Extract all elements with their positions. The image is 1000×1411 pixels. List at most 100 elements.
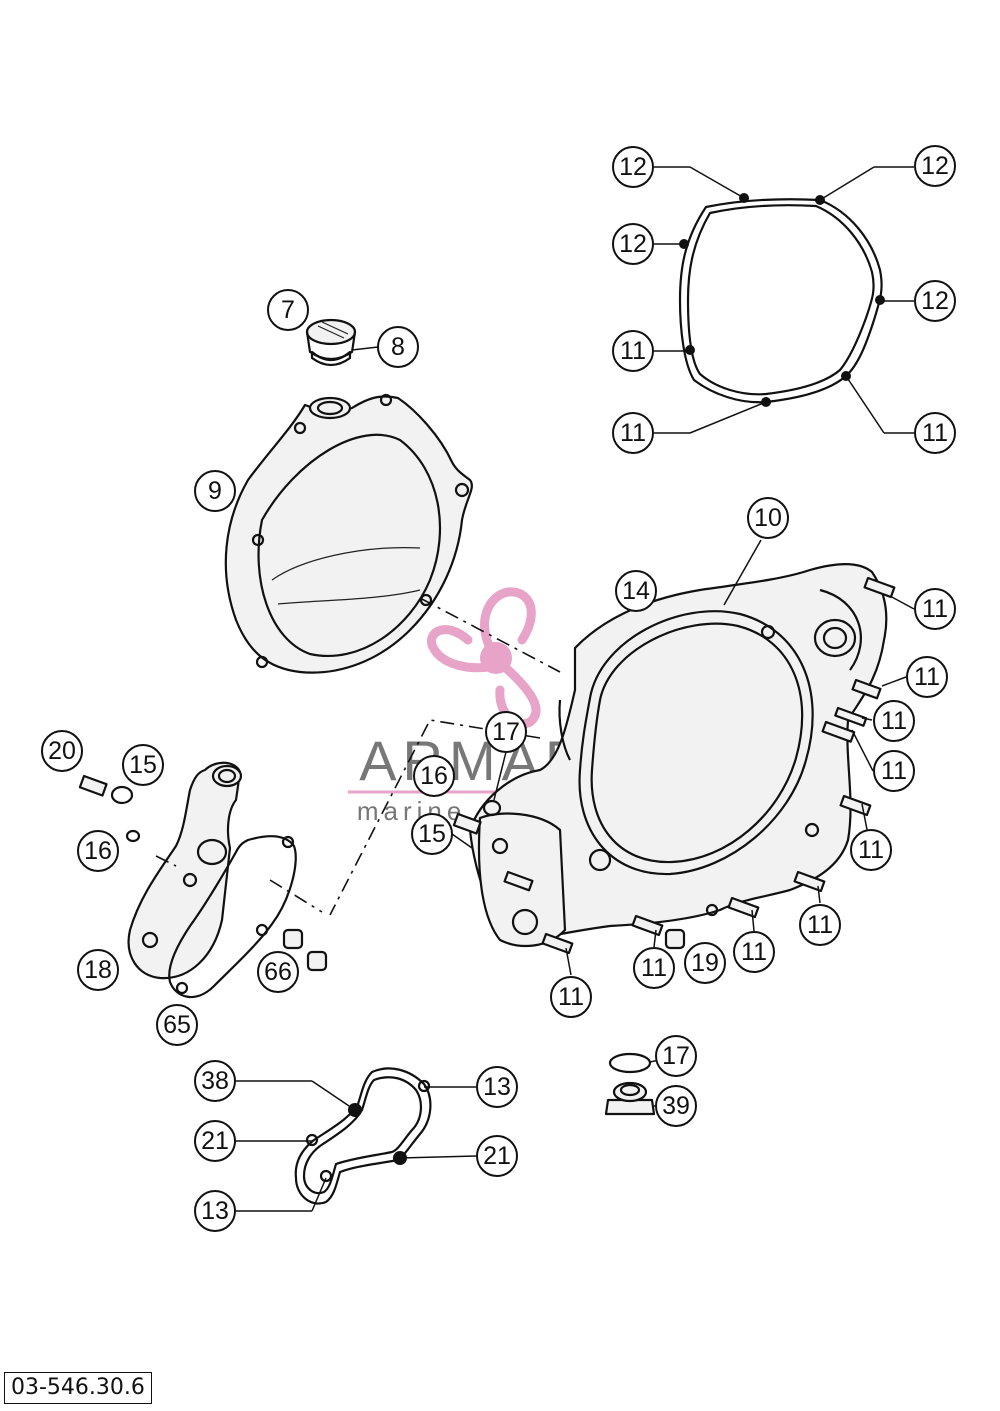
document-code: 03-546.30.6 <box>4 1372 152 1404</box>
callout-11: 11 <box>873 750 915 792</box>
callout-66: 65 <box>156 1004 198 1046</box>
propeller-logo <box>427 587 541 729</box>
callout-11: 11 <box>799 904 841 946</box>
callout-65: 18 <box>77 949 119 991</box>
callout-12: 12 <box>612 223 654 265</box>
callout-20: 11 <box>873 700 915 742</box>
callout-8: 8 <box>377 326 419 368</box>
callout-11: 11 <box>906 656 948 698</box>
stud-11-f <box>727 896 760 919</box>
stud-11-i <box>503 870 534 892</box>
svg-text:10: 10 <box>754 504 782 532</box>
water-pump-parts <box>78 774 328 972</box>
callout-11: 11 <box>733 931 775 973</box>
svg-text:11: 11 <box>558 983 584 1011</box>
stud-11-c <box>821 720 856 743</box>
svg-text:17: 17 <box>492 718 520 746</box>
svg-text:11: 11 <box>881 757 907 785</box>
callout-17: 66 <box>257 951 299 993</box>
callout-9: 9 <box>194 470 236 512</box>
svg-text:15: 15 <box>418 820 446 848</box>
svg-text:13: 13 <box>201 1197 229 1225</box>
drain-plug <box>604 1052 656 1116</box>
callout-11: 11 <box>612 412 654 454</box>
callout-11: 11 <box>914 588 956 630</box>
svg-text:21: 21 <box>483 1142 511 1170</box>
svg-text:11: 11 <box>881 707 907 735</box>
svg-text:11: 11 <box>641 954 667 982</box>
svg-text:11: 11 <box>807 911 833 939</box>
callout-11: 11 <box>612 330 654 372</box>
washer-16-a <box>110 785 134 805</box>
callout-10: 10 <box>747 497 789 539</box>
screw-15-b <box>452 812 482 835</box>
callout-14: 14 <box>615 570 657 612</box>
callout-18: 16 <box>77 830 119 872</box>
callout-13: 38 <box>194 1060 236 1102</box>
svg-text:12: 12 <box>921 152 949 180</box>
oring-18 <box>125 829 141 843</box>
callout-12: 12 <box>914 280 956 322</box>
svg-text:17: 17 <box>662 1042 690 1070</box>
svg-text:7: 7 <box>281 296 295 324</box>
svg-text:12: 12 <box>619 230 647 258</box>
stud-11-g <box>631 914 664 937</box>
callout-7: 7 <box>267 289 309 331</box>
svg-text:11: 11 <box>922 419 948 447</box>
pin-20 <box>834 706 868 727</box>
callout-11: 11 <box>550 976 592 1018</box>
washer-16-b <box>482 799 502 817</box>
callout-21: 13 <box>476 1066 518 1108</box>
callout-38: 39 <box>655 1085 697 1127</box>
callout-12: 12 <box>914 145 956 187</box>
callout-21: 13 <box>194 1190 236 1232</box>
stud-11-e <box>793 870 826 893</box>
svg-text:8: 8 <box>391 333 405 361</box>
callout-11: 11 <box>633 947 675 989</box>
callout-16: 17 <box>485 711 527 753</box>
svg-text:21: 21 <box>201 1127 229 1155</box>
clutch-cover-gasket <box>678 193 885 407</box>
svg-text:11: 11 <box>914 663 940 691</box>
stud-11-b <box>851 678 882 700</box>
svg-text:11: 11 <box>741 938 767 966</box>
svg-text:14: 14 <box>622 577 650 605</box>
callout-15: 20 <box>41 730 83 772</box>
callout-21: 21 <box>194 1120 236 1162</box>
callout-39: 17 <box>655 1035 697 1077</box>
callout-13: 21 <box>476 1135 518 1177</box>
svg-text:11: 11 <box>922 595 948 623</box>
leader-lines <box>236 166 915 1212</box>
svg-text:66: 66 <box>264 958 292 986</box>
dowel-17-b <box>664 928 686 950</box>
svg-text:11: 11 <box>620 337 646 365</box>
svg-text:9: 9 <box>208 477 222 505</box>
callout-11: 11 <box>914 412 956 454</box>
dowel-17-a <box>282 928 328 972</box>
stud-11-a <box>863 576 896 599</box>
water-pump-gasket <box>294 1067 432 1205</box>
water-pump-cover <box>127 761 297 998</box>
filler-cap <box>305 318 357 367</box>
callouts: 7 8 9 10 14 12 12 12 12 11 11 11 11 11 1… <box>41 145 956 1232</box>
callout-19: 15 <box>411 813 453 855</box>
svg-text:16: 16 <box>84 837 112 865</box>
callout-12: 12 <box>612 146 654 188</box>
svg-text:18: 18 <box>84 956 112 984</box>
screw-15-a <box>78 774 108 797</box>
clutch-outer-cover <box>224 393 473 674</box>
svg-text:15: 15 <box>129 751 157 779</box>
svg-text:11: 11 <box>620 419 646 447</box>
callout-17: 19 <box>684 942 726 984</box>
svg-text:65: 65 <box>163 1011 191 1039</box>
svg-text:20: 20 <box>48 737 76 765</box>
svg-text:38: 38 <box>201 1067 229 1095</box>
svg-text:39: 39 <box>662 1092 690 1120</box>
svg-text:12: 12 <box>921 287 949 315</box>
callout-16: 15 <box>122 744 164 786</box>
svg-text:19: 19 <box>691 949 719 977</box>
svg-text:13: 13 <box>483 1073 511 1101</box>
svg-text:16: 16 <box>420 762 448 790</box>
svg-text:12: 12 <box>619 153 647 181</box>
